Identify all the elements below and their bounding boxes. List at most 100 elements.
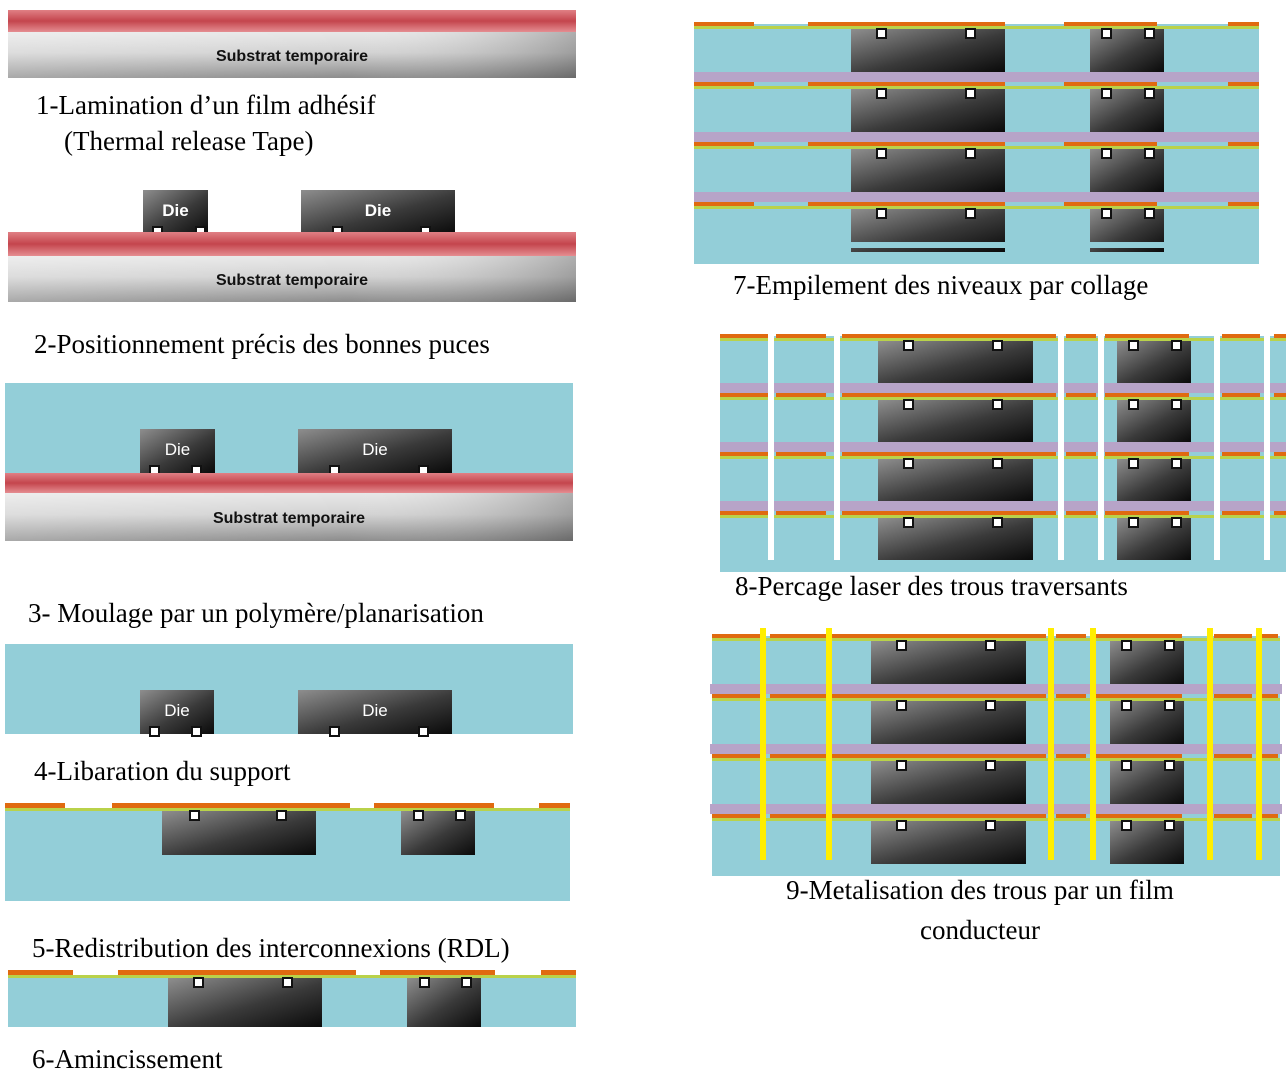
rdl-trace (1056, 694, 1086, 698)
rdl-trace (1105, 393, 1189, 397)
rdl-trace (776, 334, 826, 338)
rdl-trace (712, 694, 762, 698)
substrate-shade (8, 32, 576, 78)
rdl-trace (720, 452, 768, 456)
rdl-dielectric (720, 456, 1286, 459)
die-pad (1144, 148, 1155, 159)
rdl-trace (776, 511, 826, 515)
rdl-trace (776, 393, 826, 397)
substrate-label: Substrat temporaire (216, 48, 368, 65)
rdl-trace (1228, 202, 1259, 206)
rdl-trace (832, 814, 1046, 818)
rdl-dielectric (720, 338, 1286, 341)
die (871, 701, 1026, 744)
die-pad (965, 148, 976, 159)
rdl-trace (1260, 754, 1278, 758)
rdl-trace (842, 334, 1056, 338)
rdl-trace (712, 814, 762, 818)
laser-via-hole (1058, 330, 1064, 560)
die-pad (1101, 88, 1112, 99)
rdl-trace (1094, 634, 1182, 638)
die-pad (896, 640, 907, 651)
substrate-shade (5, 493, 573, 541)
die-pad (876, 28, 887, 39)
bond-layer (694, 72, 1259, 82)
bond-layer (720, 501, 1286, 511)
die-pad (965, 28, 976, 39)
rdl-trace (1056, 814, 1086, 818)
die-pad (193, 977, 204, 988)
step-9-caption: 9-Metalisation des trous par un film (786, 875, 1174, 905)
rdl-trace (541, 970, 576, 975)
die-pad (896, 700, 907, 711)
rdl-trace (1064, 22, 1157, 26)
laser-via-hole (834, 330, 840, 560)
laser-via-hole (1214, 330, 1220, 560)
die-pad (876, 208, 887, 219)
rdl-trace (842, 393, 1056, 397)
metallized-via (1048, 628, 1054, 860)
rdl-trace (842, 452, 1056, 456)
die (878, 400, 1033, 442)
rdl-trace (8, 970, 73, 975)
substrate-label: Substrat temporaire (213, 510, 365, 527)
rdl-trace (694, 22, 754, 26)
step-4-caption: 4-Libaration du support (34, 756, 291, 786)
die-pad (903, 458, 914, 469)
step-5-caption: 5-Redistribution des interconnexions (RD… (32, 933, 510, 963)
die-pad (992, 340, 1003, 351)
rdl-trace (1056, 754, 1086, 758)
die-pad (1101, 208, 1112, 219)
step-6-caption: 6-Amincissement (32, 1044, 223, 1074)
rdl-trace (1105, 334, 1189, 338)
rdl-dielectric (5, 808, 570, 811)
die-pad (992, 517, 1003, 528)
rdl-trace (1214, 754, 1252, 758)
step-3-caption: 3- Moulage par un polymère/planarisation (28, 598, 484, 628)
rdl-trace (720, 393, 768, 397)
rdl-trace (712, 634, 762, 638)
rdl-dielectric (720, 397, 1286, 400)
die-pad (985, 760, 996, 771)
die-pad (419, 977, 430, 988)
rdl-trace (1214, 814, 1252, 818)
rdl-trace (694, 82, 754, 86)
die-pad (1101, 148, 1112, 159)
rdl-trace (808, 22, 1005, 26)
die (162, 811, 316, 855)
rdl-trace (1228, 22, 1259, 26)
adhesive-tape (5, 473, 573, 493)
laser-via-hole (1264, 330, 1270, 560)
rdl-dielectric (694, 86, 1259, 89)
die-pad (876, 88, 887, 99)
rdl-trace (118, 970, 356, 975)
adhesive-tape (8, 10, 576, 32)
die (871, 761, 1026, 804)
step-1-caption-line2: (Thermal release Tape) (64, 126, 314, 156)
rdl-dielectric (712, 818, 1280, 821)
die-pad (896, 820, 907, 831)
step-7-caption: 7-Empilement des niveaux par collage (733, 270, 1149, 300)
die-pad (418, 726, 429, 737)
step-8-caption: 8-Percage laser des trous traversants (735, 571, 1128, 601)
bond-layer (710, 684, 1282, 694)
rdl-trace (770, 694, 826, 698)
die-pad (985, 820, 996, 831)
rdl-dielectric (694, 146, 1259, 149)
die (168, 978, 322, 1027)
die-pad (1171, 399, 1182, 410)
die-pad (1121, 700, 1132, 711)
substrate-label: Substrat temporaire (216, 272, 368, 289)
rdl-trace (1094, 754, 1182, 758)
rdl-trace (1066, 334, 1096, 338)
die-pad (329, 726, 340, 737)
adhesive-tape (8, 232, 576, 256)
mold-compound (5, 644, 573, 734)
die-pad (1164, 820, 1175, 831)
rdl-dielectric (712, 698, 1280, 701)
rdl-trace (1066, 393, 1096, 397)
die-pad (1144, 208, 1155, 219)
rdl-trace (720, 334, 768, 338)
